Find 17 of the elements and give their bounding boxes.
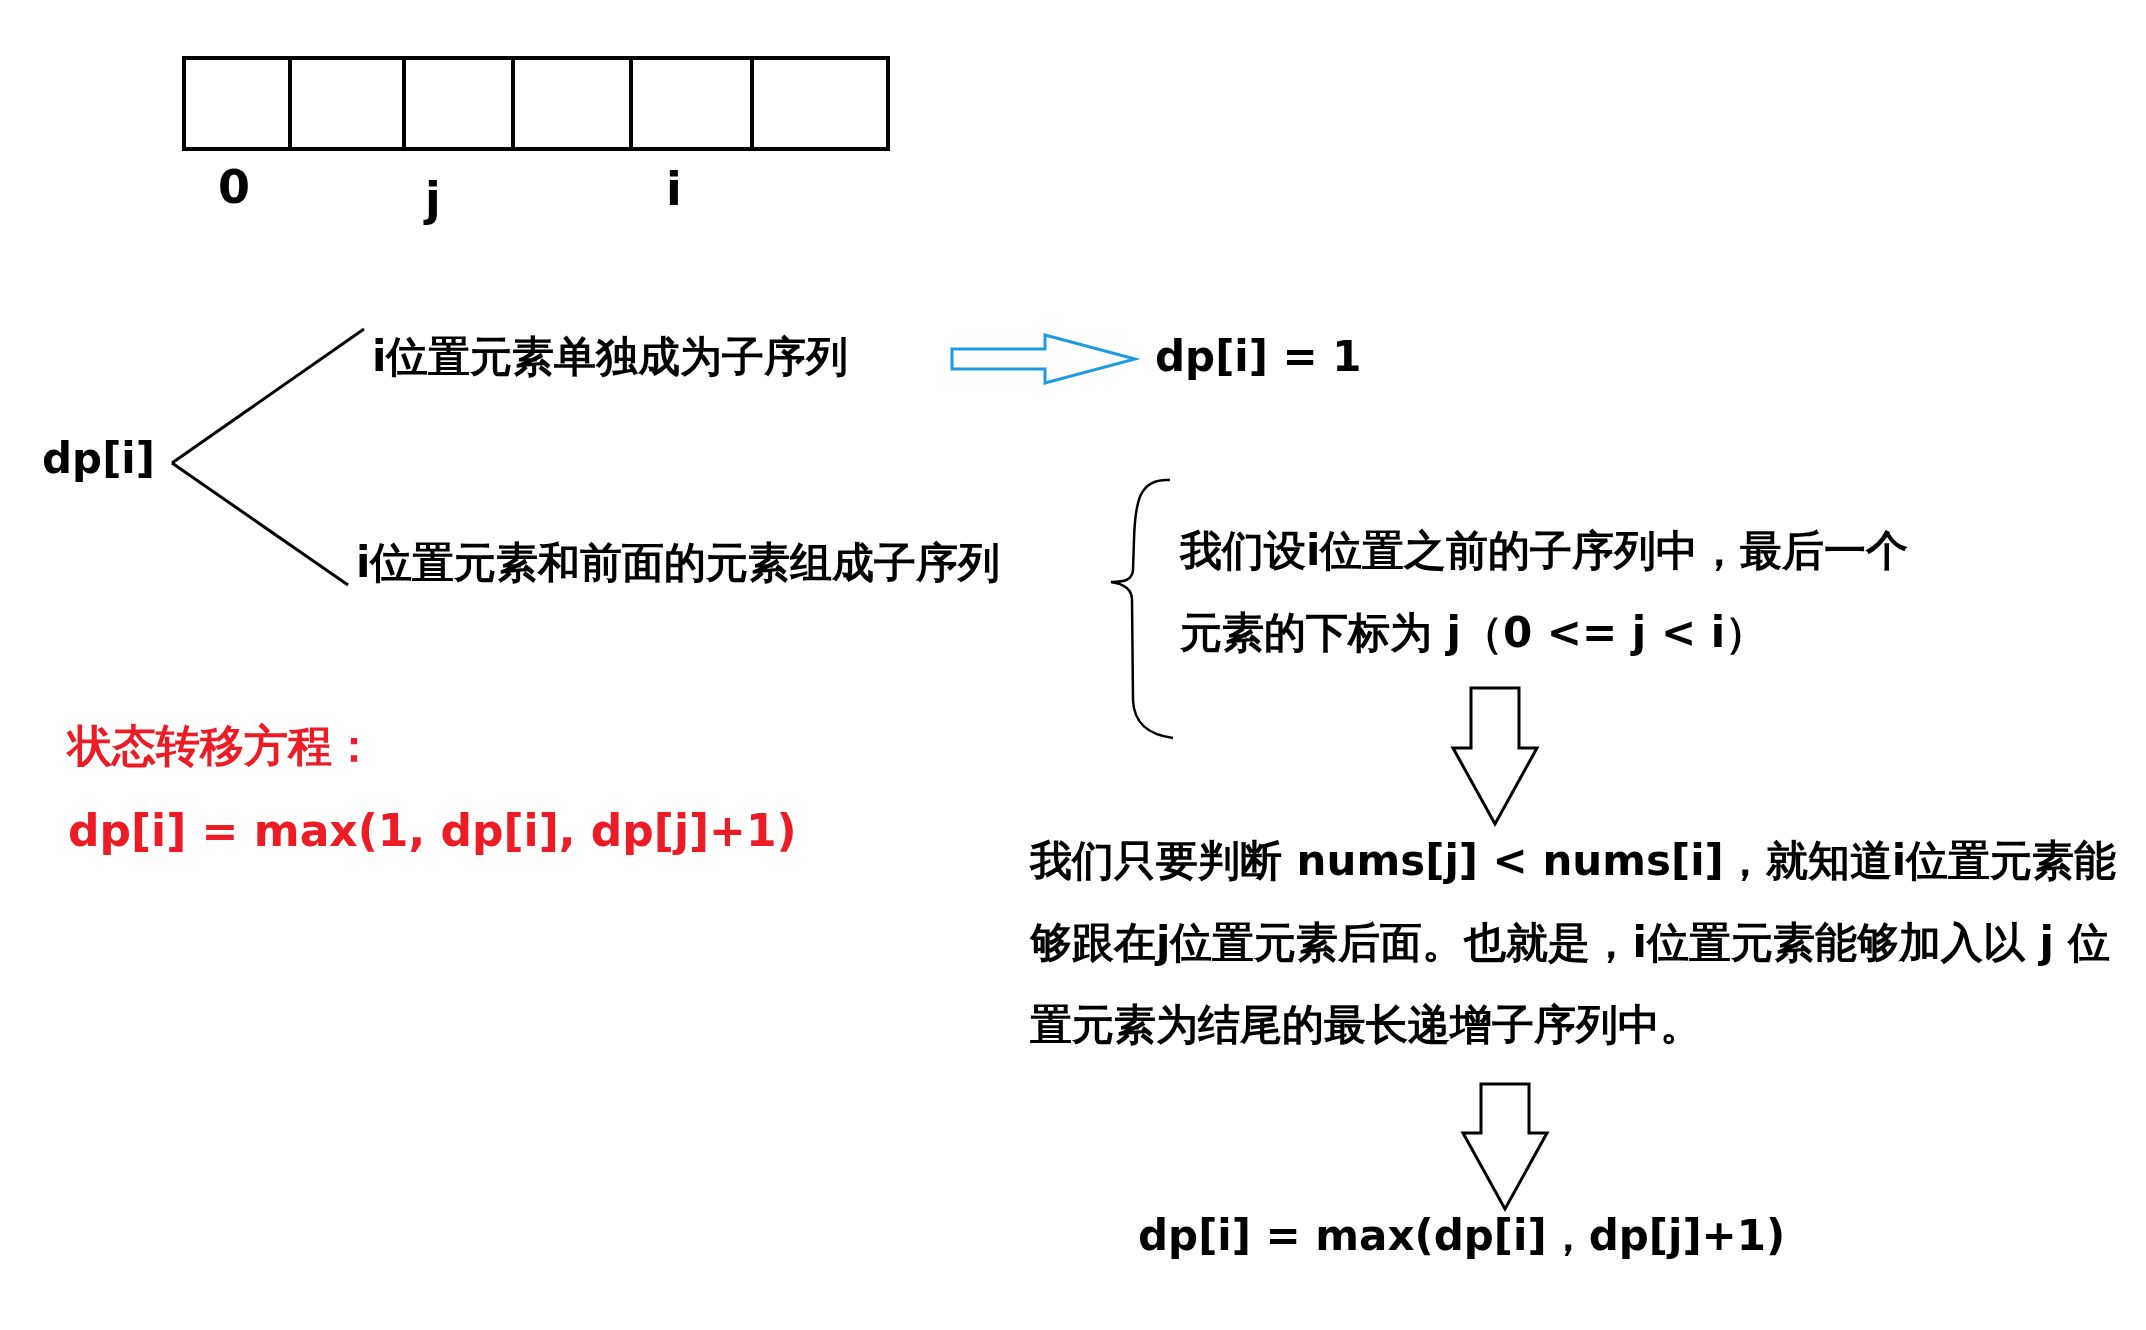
explanation-text: 我们设i位置之前的子序列中，最后一个元素的下标为 j（0 <= j < i） (1180, 510, 1920, 674)
heading-text: 状态转移方程： (68, 720, 376, 773)
formula-text: dp[i] = max(dp[i]，dp[j]+1) (1138, 1205, 1858, 1269)
block-arrow (1460, 1082, 1550, 1213)
block-arrow (1450, 686, 1540, 828)
branch-text: i位置元素和前面的元素组成子序列 (356, 532, 1101, 594)
index-label: j (425, 172, 441, 228)
math-text: dp[i] = 1 (1155, 326, 1395, 388)
block-arrow (950, 333, 1141, 385)
math-text: dp[i] (42, 428, 172, 490)
branch-line (171, 327, 365, 465)
explanation-text: 我们只要判断 nums[j] < nums[i]，就知道i位置元素能够跟在j位置元素后面。也就是，i位置元素能够加入以 j 位置元素为结尾的最长递增子序列中。 (1030, 820, 2135, 1070)
index-label: 0 (218, 160, 250, 216)
branch-line (171, 461, 349, 587)
branch-text: i位置元素单独成为子序列 (372, 326, 932, 388)
index-label: i (666, 162, 682, 218)
formula-text: dp[i] = max(1, dp[i], dp[j]+1) (68, 805, 797, 858)
